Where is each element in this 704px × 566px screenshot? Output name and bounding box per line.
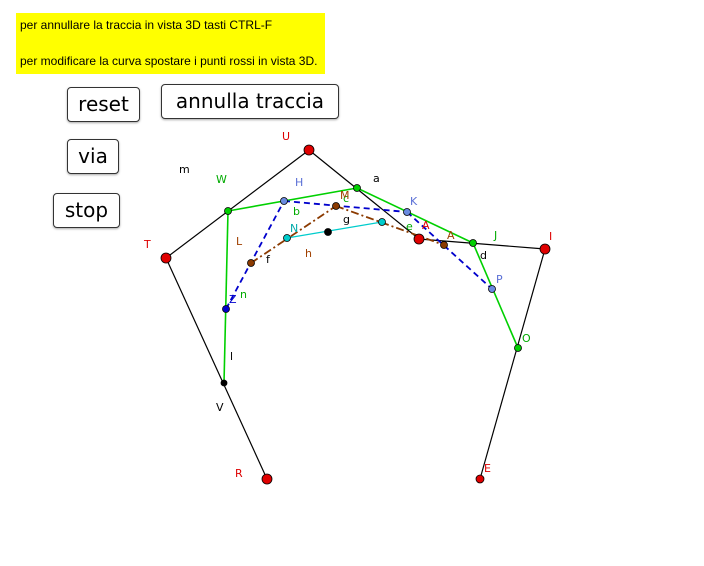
point-L	[247, 259, 255, 267]
label-L: L	[236, 235, 243, 248]
point-U[interactable]	[303, 144, 315, 156]
label-V: V	[216, 401, 224, 414]
label-M: M	[340, 189, 350, 202]
label-Z: Z	[229, 293, 237, 306]
segment-Wc	[227, 187, 358, 212]
point-center	[324, 228, 332, 236]
point-T[interactable]	[160, 252, 172, 264]
segment-KP	[406, 211, 493, 290]
label-R: R	[235, 467, 243, 480]
point-A[interactable]	[413, 233, 425, 245]
label-N: N	[290, 222, 298, 235]
label-l: l	[230, 350, 233, 363]
start-button[interactable]: via	[67, 139, 119, 174]
point-F	[378, 218, 386, 226]
label-O: O	[522, 332, 531, 345]
point-Z	[222, 305, 230, 313]
label-b: b	[293, 205, 300, 218]
label-g: g	[343, 213, 350, 226]
point-H	[280, 197, 288, 205]
stop-button[interactable]: stop	[53, 193, 120, 228]
label-K: K	[410, 195, 418, 208]
instruction-modify-curve: per modificare la curva spostare i punti…	[16, 37, 325, 74]
point-M	[332, 202, 340, 210]
segment-TR	[165, 257, 268, 480]
segment-MA	[335, 205, 445, 246]
undo-trace-button[interactable]: annulla traccia	[161, 84, 339, 119]
segment-cJ	[356, 187, 474, 244]
label-A2: A	[447, 229, 455, 242]
label-W: W	[216, 173, 227, 186]
segment-VW	[223, 210, 229, 384]
label-h: h	[305, 247, 312, 260]
instruction-undo-trace: per annullare la traccia in vista 3D tas…	[16, 13, 325, 37]
point-O	[514, 344, 522, 352]
label-A: A	[422, 219, 430, 232]
point-K	[403, 208, 411, 216]
point-I[interactable]	[539, 243, 551, 255]
label-H: H	[295, 176, 303, 189]
point-V	[220, 379, 228, 387]
point-c	[353, 184, 361, 192]
segment-ZH	[225, 200, 285, 310]
label-T: T	[143, 238, 151, 251]
point-W	[224, 207, 232, 215]
point-A2	[440, 241, 448, 249]
segment-AI	[418, 238, 546, 250]
segment-cyan	[286, 221, 383, 239]
point-N	[283, 234, 291, 242]
label-E: E	[484, 462, 491, 475]
label-d: d	[480, 249, 487, 262]
segment-HK	[283, 200, 408, 213]
segment-TU	[165, 149, 310, 259]
label-a: a	[373, 172, 380, 185]
label-J: J	[493, 229, 497, 242]
label-f: f	[266, 253, 271, 266]
point-P	[488, 285, 496, 293]
reset-button[interactable]: reset	[67, 87, 140, 122]
segment-JO	[472, 242, 519, 349]
segment-UA	[308, 149, 420, 240]
point-R[interactable]	[261, 473, 273, 485]
label-I: I	[549, 230, 552, 243]
label-e: e	[406, 220, 413, 233]
point-E[interactable]	[475, 474, 485, 484]
label-U: U	[282, 130, 290, 143]
point-J	[469, 239, 477, 247]
label-m: m	[179, 163, 190, 176]
segment-LM	[250, 205, 337, 264]
label-c: c	[343, 192, 349, 205]
label-P: P	[496, 273, 503, 286]
label-n: n	[240, 288, 247, 301]
segment-IE	[479, 248, 546, 480]
